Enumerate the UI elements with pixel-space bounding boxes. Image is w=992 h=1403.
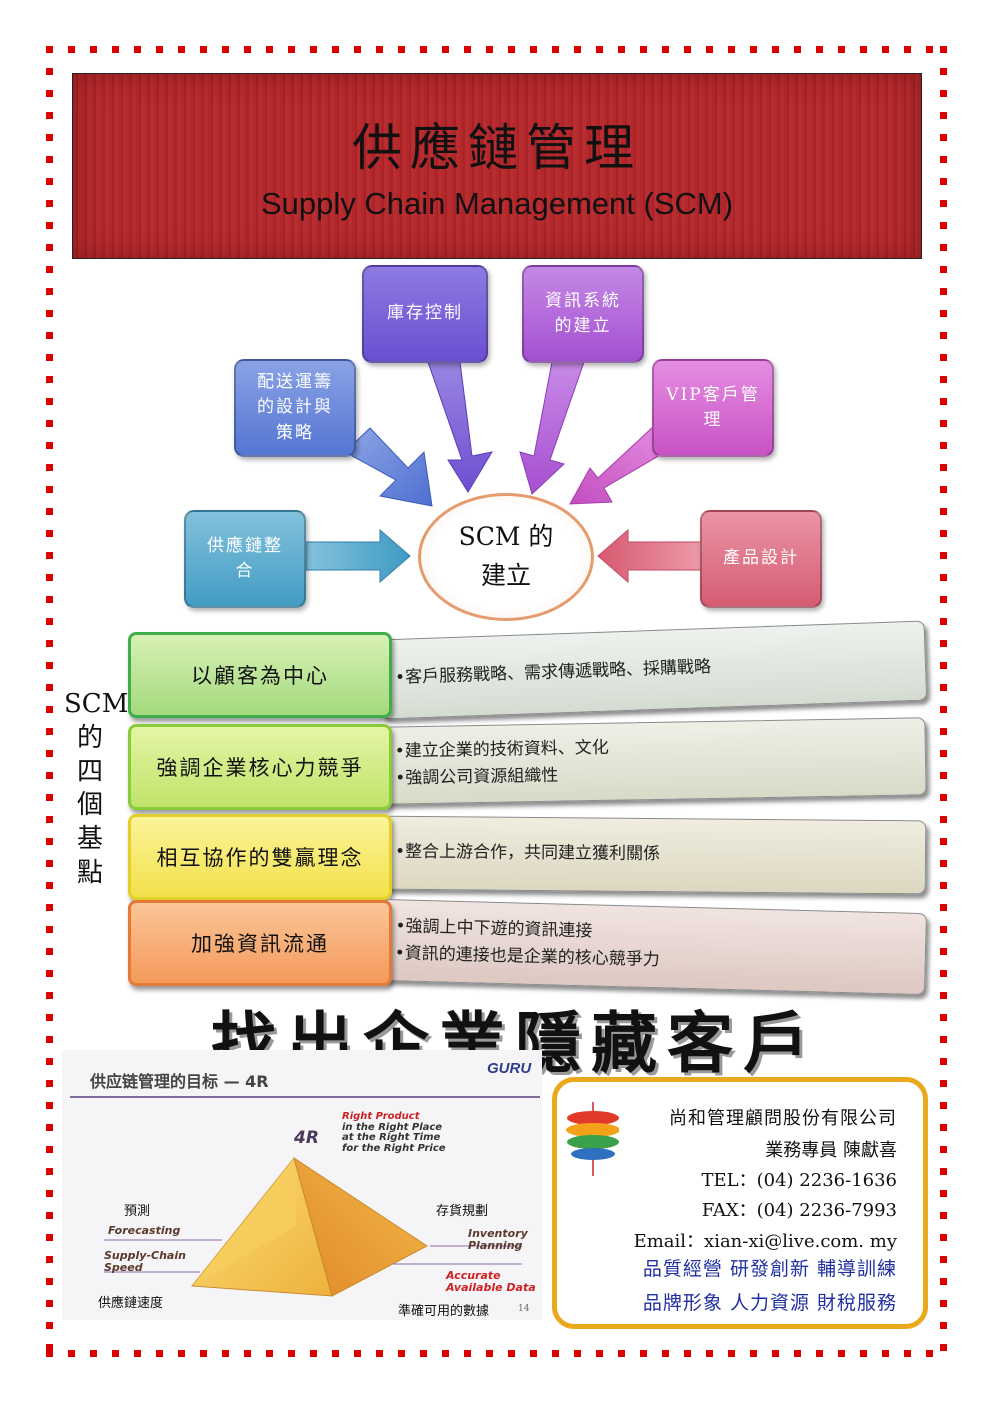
arrow-product <box>597 528 703 584</box>
right-lines: Right Product in the Right Place at the … <box>342 1111 446 1154</box>
label-speed-cn: 供應鏈速度 <box>98 1296 164 1311</box>
row-2-title: 強調企業核心力競爭 <box>128 724 392 810</box>
arrow-inventory <box>427 361 494 493</box>
box-vip: VIP客戶管理 <box>652 359 774 457</box>
row-1-bullet-1: •客戶服務戰略、需求傳遞戰略、採購戰略 <box>394 657 712 689</box>
box-info-system: 資訊系統的建立 <box>522 265 644 363</box>
page-number: 14 <box>518 1304 530 1314</box>
header-banner: 供應鏈管理 Supply Chain Management (SCM) <box>72 73 922 259</box>
pyramid-graphic <box>104 1156 522 1297</box>
frame-left <box>46 46 53 1357</box>
box-integration: 供應鏈整合 <box>184 510 306 608</box>
page-subtitle: Supply Chain Management (SCM) <box>260 186 734 221</box>
arrow-info-system <box>519 361 585 495</box>
page-title: 供應鏈管理 <box>352 119 642 177</box>
box-product: 產品設計 <box>700 510 822 608</box>
center-line-2: 建立 <box>480 561 531 590</box>
label-forecast-cn: 預測 <box>124 1204 151 1219</box>
label-speed-en: Supply-Chain Speed <box>104 1249 186 1274</box>
diagram-arrows <box>305 361 703 584</box>
four-points-side-label: SCM 的 四 個 基 點 <box>64 689 129 888</box>
label-forecast-en: Forecasting <box>108 1224 181 1237</box>
center-scm-circle: SCM 的 建立 <box>418 493 594 621</box>
row-4-title: 加強資訊流通 <box>128 900 392 986</box>
arrow-distribution <box>344 427 433 507</box>
company-agent: 業務專員 陳獻喜 <box>765 1140 897 1161</box>
arrow-integration <box>305 528 411 584</box>
row-3-bullet-1: •整合上游合作，共同建立獲利關係 <box>394 842 661 865</box>
label-accurate-en: Accurate Available Data <box>446 1269 536 1294</box>
box-inventory: 庫存控制 <box>362 265 488 363</box>
panel-4r-rule <box>70 1096 540 1098</box>
company-tel: TEL：(04) 2236-1636 <box>701 1170 897 1191</box>
row-4-detail: •強調上中下遊的資訊連接 •資訊的連接也是企業的核心競爭力 <box>379 898 927 996</box>
label-inventory-en: Inventory Planning <box>468 1227 528 1252</box>
panel-4r: 供应链管理的目标 — 4R 4R Right Product in the Ri… <box>62 1050 542 1320</box>
label-accurate-cn: 準確可用的數據 <box>398 1304 490 1319</box>
company-fax: FAX：(04) 2236-7993 <box>701 1200 897 1221</box>
company-name: 尚和管理顧問股份有限公司 <box>669 1108 897 1129</box>
frame-right <box>940 46 947 1357</box>
company-card: 尚和管理顧問股份有限公司 業務專員 陳獻喜 TEL：(04) 2236-1636… <box>552 1077 928 1329</box>
row-3-detail: •整合上游合作，共同建立獲利關係 <box>379 815 927 895</box>
company-logo-icon <box>566 1102 619 1176</box>
row-1-title: 以顧客為中心 <box>128 632 392 718</box>
box-distribution: 配送運籌的設計與策略 <box>234 359 356 457</box>
frame-top <box>46 46 946 53</box>
company-services-2: 品牌形象 人力資源 財稅服務 <box>642 1292 897 1314</box>
panel-4r-title: 供应链管理的目标 — 4R <box>90 1072 269 1091</box>
pyramid-apex-label: 4R <box>294 1128 319 1148</box>
frame-bottom <box>46 1350 946 1357</box>
row-3-title: 相互協作的雙贏理念 <box>128 814 392 900</box>
center-line-1: SCM 的 <box>458 522 554 552</box>
company-services-1: 品質經營 研發創新 輔導訓練 <box>642 1258 897 1280</box>
guru-logo: GURU <box>487 1060 532 1077</box>
label-inventory-cn: 存貨規劃 <box>436 1204 489 1219</box>
company-email: Email：xian-xi@live.com. my <box>633 1231 897 1252</box>
row-2-detail: •建立企業的技術資料、文化 •強調公司資源組織性 <box>379 717 927 805</box>
